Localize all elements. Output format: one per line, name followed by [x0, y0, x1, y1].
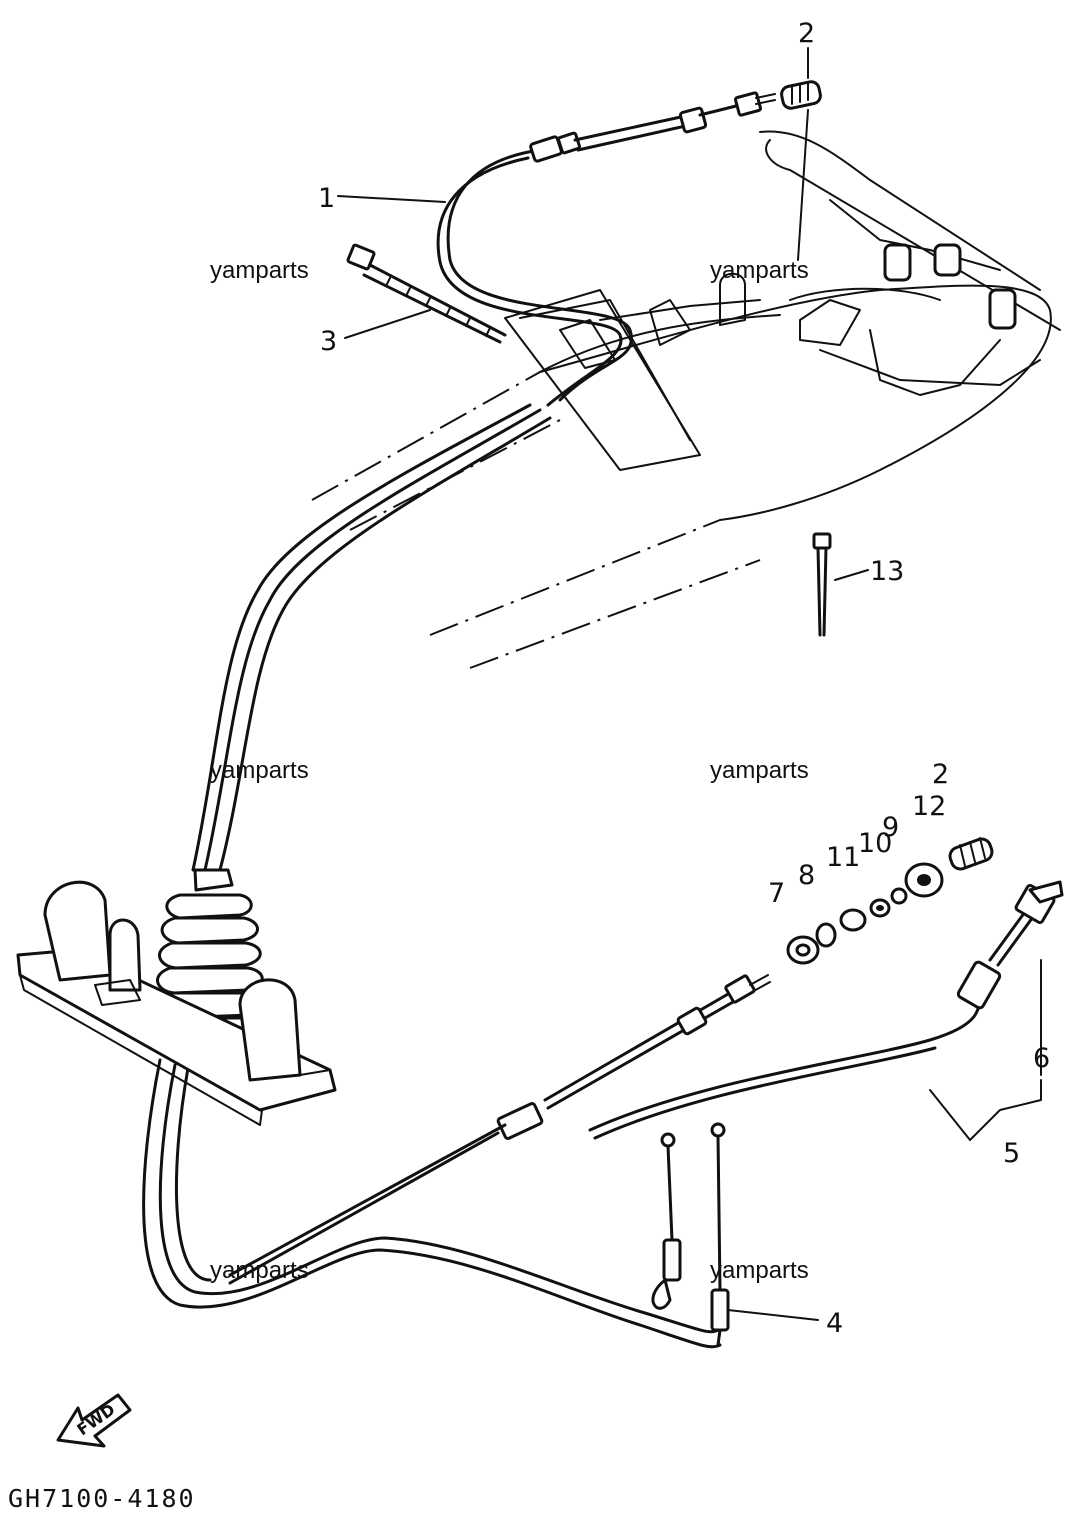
lower-cable-run — [228, 880, 1064, 1285]
callout-12: 12 — [912, 791, 946, 822]
callout-9: 9 — [882, 812, 899, 843]
watermark: yamparts — [710, 757, 809, 784]
part-13-cable-tie — [812, 532, 832, 637]
callout-6: 6 — [1033, 1043, 1050, 1074]
callout-7: 7 — [768, 878, 785, 909]
watermark: yamparts — [210, 257, 309, 284]
watermark: yamparts — [210, 757, 309, 784]
callout-10: 10 — [858, 828, 892, 859]
part-2-adjuster-top — [780, 80, 822, 110]
callout-3: 3 — [320, 326, 337, 357]
callout-2-bottom: 2 — [932, 759, 949, 790]
callout-13: 13 — [870, 556, 904, 587]
mount-bracket — [16, 880, 337, 1126]
fwd-arrow-icon: FWD — [56, 1393, 132, 1448]
leader-lines — [337, 47, 1042, 1321]
watermark: yamparts — [210, 1257, 309, 1284]
part-4-rods — [651, 1122, 730, 1347]
hardware-parts — [786, 837, 994, 965]
deck-outline — [311, 130, 1061, 669]
callout-2-top: 2 — [798, 18, 815, 49]
callout-numbers: 1 2 3 13 2 12 9 10 11 8 7 6 5 4 — [318, 18, 1050, 1339]
callout-4: 4 — [826, 1308, 843, 1339]
watermarks: yamparts yamparts yamparts yamparts yamp… — [210, 257, 809, 1284]
watermark: yamparts — [710, 257, 809, 284]
callout-1: 1 — [318, 183, 335, 214]
callout-8: 8 — [798, 860, 815, 891]
callout-5: 5 — [1003, 1138, 1020, 1169]
cable-1 — [436, 91, 776, 407]
watermark: yamparts — [710, 1257, 809, 1284]
steering-cables — [142, 403, 722, 1349]
drawing-code: GH7100-4180 — [8, 1484, 196, 1513]
part-3-cable-tie — [346, 243, 507, 344]
callout-11: 11 — [826, 842, 860, 873]
